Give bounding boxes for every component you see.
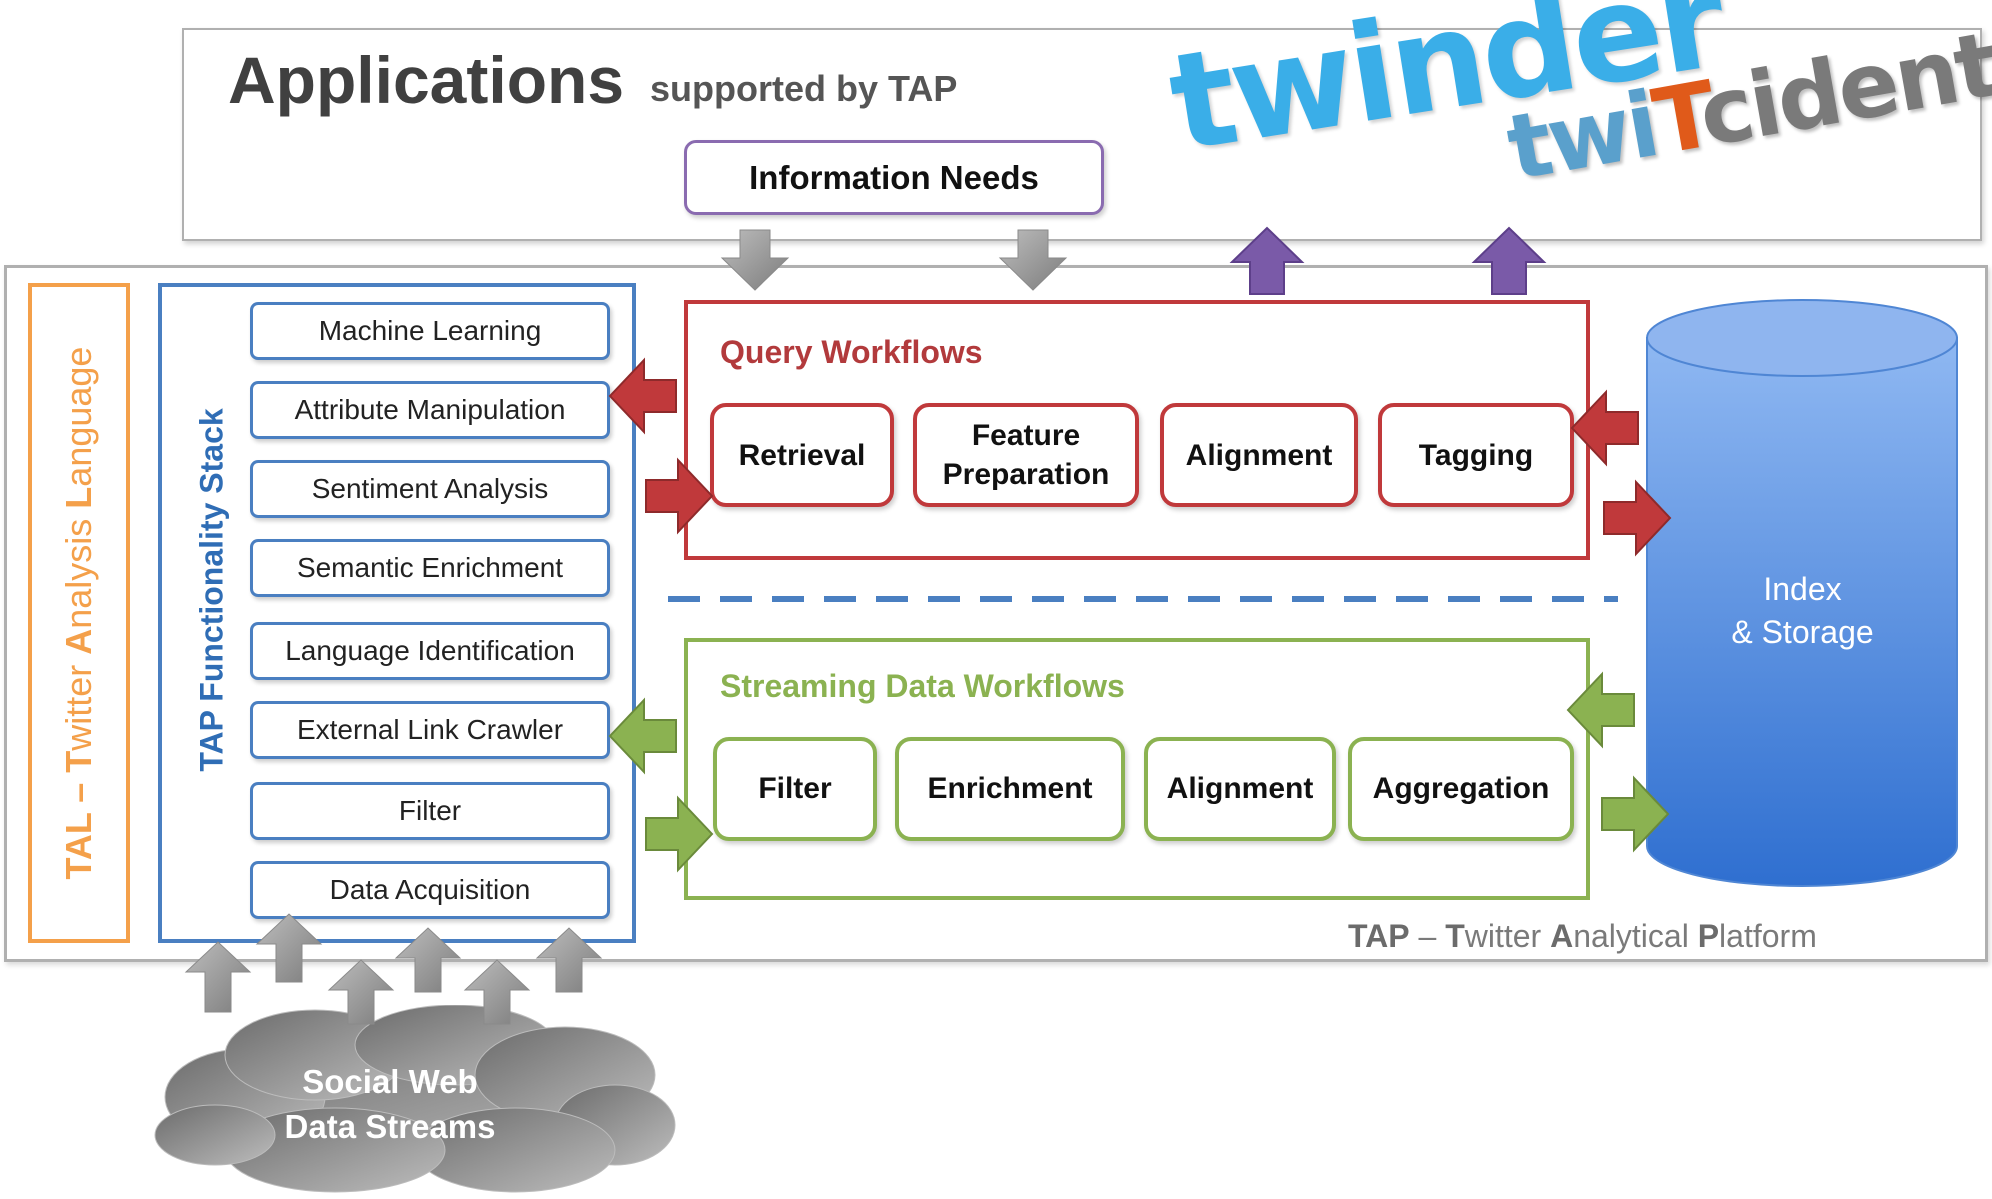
stack-item-sentiment-analysis: Sentiment Analysis [250, 460, 610, 518]
stack-item-attribute-manipulation: Attribute Manipulation [250, 381, 610, 439]
stream-item-aggregation: Aggregation [1348, 737, 1574, 841]
stack-item-external-link-crawler: External Link Crawler [250, 701, 610, 759]
tal-panel [28, 283, 130, 943]
index-storage-label: Index& Storage [1731, 571, 1874, 651]
streaming-workflows-panel [684, 638, 1590, 900]
query-item-retrieval: Retrieval [710, 403, 894, 507]
stream-item-alignment: Alignment [1144, 737, 1336, 841]
tap-platform-label: TAP – Twitter Analytical Platform [1348, 918, 1817, 954]
applications-subtitle: supported by TAP [650, 68, 958, 109]
stack-item-semantic-enrichment: Semantic Enrichment [250, 539, 610, 597]
stack-item-machine-learning: Machine Learning [250, 302, 610, 360]
stream-item-enrichment: Enrichment [895, 737, 1125, 841]
functionality-stack-title: TAP Functionality Stack [193, 408, 230, 772]
dashed-divider [668, 596, 1618, 602]
query-workflows-title: Query Workflows [720, 334, 983, 370]
stack-item-filter: Filter [250, 782, 610, 840]
tal-label: TAL – Twitter Analysis Language [58, 346, 99, 880]
query-item-alignment: Alignment [1160, 403, 1358, 507]
streaming-workflows-title: Streaming Data Workflows [720, 668, 1125, 704]
tap-platform-panel [4, 265, 1988, 962]
applications-title: Applications [228, 43, 625, 117]
stack-item-data-acquisition: Data Acquisition [250, 861, 610, 919]
stream-item-filter: Filter [713, 737, 877, 841]
information-needs-box: Information Needs [684, 140, 1104, 215]
query-item-tagging: Tagging [1378, 403, 1574, 507]
index-storage-cylinder [1646, 299, 1958, 887]
stack-item-language-identification: Language Identification [250, 622, 610, 680]
social-web-cloud [154, 1005, 676, 1193]
